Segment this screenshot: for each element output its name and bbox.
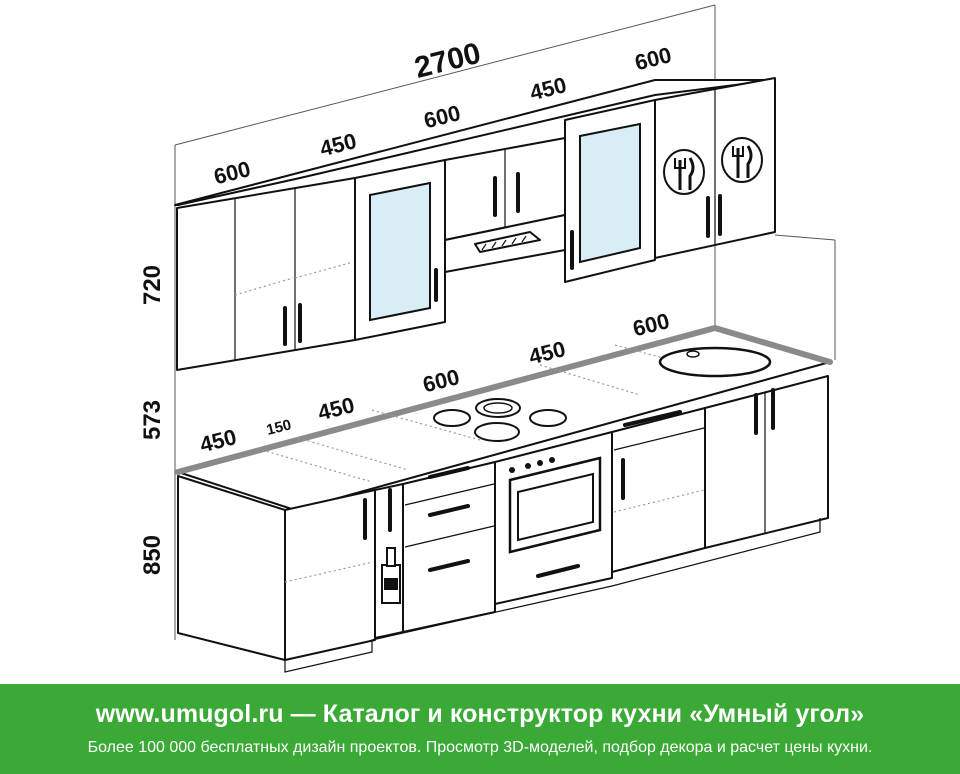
dim-lower-6: 600 (630, 308, 672, 341)
footer-title: Каталог и конструктор кухни «Умный угол» (322, 700, 865, 728)
oven (508, 456, 602, 578)
footer-subtitle: Более 100 000 бесплатных дизайн проектов… (87, 739, 873, 756)
dim-lower-2: 150 (265, 416, 293, 439)
dim-lower-4: 600 (420, 364, 462, 397)
countertop-back-edge (175, 324, 833, 475)
upper-glass-panel-1 (369, 181, 431, 322)
upper-top-surface (174, 79, 776, 206)
upper-cabinet-1 (176, 177, 356, 371)
base-cabinet-sink (704, 375, 829, 549)
plinth (177, 518, 821, 673)
upper-glass-panel-2 (579, 122, 641, 264)
hood-vent (474, 231, 541, 253)
base-cabinets (177, 375, 829, 673)
dim-height-upper: 720 (139, 265, 166, 305)
footer-headline: www.umugol.ru — Каталог и конструктор ку… (0, 700, 960, 729)
base-side-panel (177, 475, 286, 661)
induction-hob (433, 398, 567, 442)
dim-upper-5: 600 (632, 42, 674, 75)
footer-dash: — (290, 700, 316, 728)
dim-lower-5: 450 (526, 336, 568, 369)
dim-height-base: 850 (139, 535, 166, 575)
dim-upper-4: 450 (527, 72, 569, 105)
site-link[interactable]: www.umugol.ru (95, 700, 284, 728)
dim-upper-1: 600 (211, 156, 253, 189)
sink (658, 346, 772, 378)
kitchen-drawing: 2700 600 450 600 450 600 450 150 450 600… (139, 4, 836, 673)
footer-banner: www.umugol.ru — Каталог и конструктор ку… (0, 684, 960, 774)
cutlery-icon (663, 149, 705, 195)
dim-height-backsplash: 573 (139, 400, 166, 440)
dim-upper-3: 600 (421, 100, 463, 133)
bottle-icon (381, 547, 401, 604)
dim-total-width: 2700 (411, 37, 484, 85)
dim-upper-2: 450 (317, 128, 359, 161)
base-cabinet-1 (284, 489, 376, 661)
cutlery-icon (721, 137, 763, 183)
upper-cabinets (174, 77, 776, 371)
dim-lower-3: 450 (315, 392, 357, 425)
countertop (175, 324, 833, 511)
dim-lower-1: 450 (197, 424, 239, 457)
base-cabinet-4 (611, 407, 706, 573)
